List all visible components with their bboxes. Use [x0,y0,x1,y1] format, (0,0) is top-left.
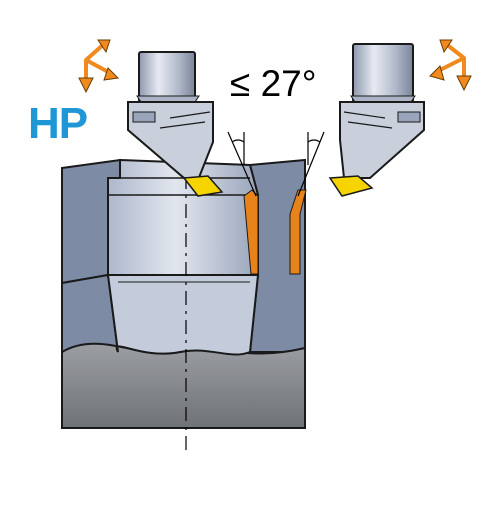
left-feed-arrow-icon [78,39,120,94]
right-insert [328,175,374,197]
left-insert [182,175,224,197]
chamfer-right [289,189,307,275]
chamfer-left [243,189,259,275]
right-shank [352,43,414,103]
workpiece [61,158,307,450]
process-label: HP [28,99,88,148]
workpiece-base [61,342,306,429]
right-tool [328,43,425,197]
left-shank [138,51,196,103]
angle-indicators [227,131,325,197]
right-feed-arrow-icon [429,39,472,92]
bore-lower [106,274,260,356]
left-tool [127,51,224,197]
angle-label: ≤ 27° [230,63,317,104]
